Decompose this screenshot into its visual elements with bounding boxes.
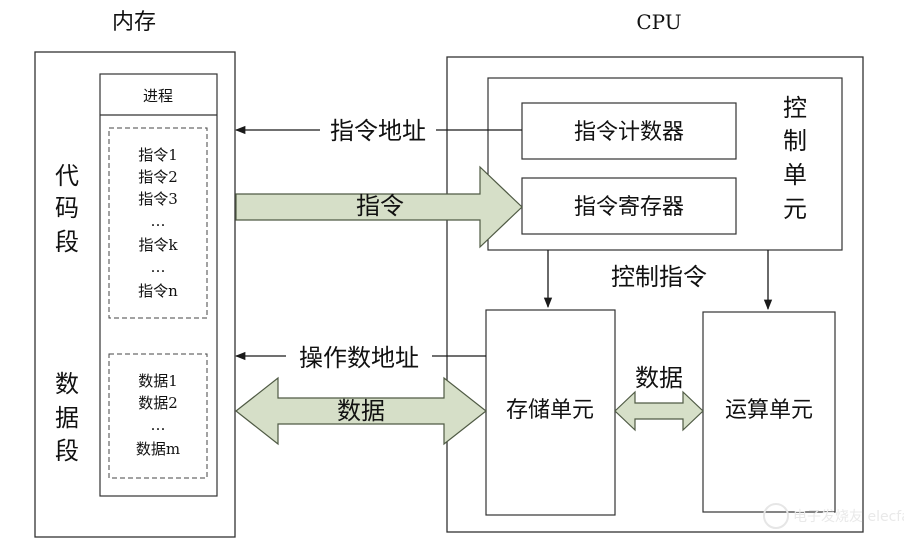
data-item: 数据m bbox=[136, 440, 180, 458]
process-label: 进程 bbox=[143, 87, 173, 105]
data-segment-label: 数 据 段 bbox=[55, 370, 79, 465]
svg-text:制: 制 bbox=[783, 127, 807, 155]
data-item: 数据2 bbox=[138, 394, 178, 412]
instruction-register-box bbox=[521, 177, 737, 235]
control-instruction-label: 控制指令 bbox=[611, 263, 707, 291]
cpu-title: CPU bbox=[636, 10, 681, 34]
svg-text:代: 代 bbox=[55, 162, 79, 190]
watermark: 电子发烧友 elecfans.com bbox=[763, 503, 904, 529]
label-bg bbox=[286, 340, 432, 372]
watermark-logo-icon bbox=[763, 503, 789, 529]
memory-title: 内存 bbox=[112, 10, 156, 35]
svg-text:电子发烧友 elecfans.com: 电子发烧友 elecfans.com bbox=[793, 509, 904, 525]
instruction-item: 指令1 bbox=[138, 146, 178, 164]
svg-text:据: 据 bbox=[55, 404, 79, 432]
svg-text:数: 数 bbox=[55, 370, 79, 398]
svg-text:段: 段 bbox=[55, 437, 79, 465]
data-list-box bbox=[108, 353, 208, 479]
data-block-arrow bbox=[235, 376, 487, 446]
internal-data-arrow bbox=[614, 390, 704, 432]
svg-text:段: 段 bbox=[55, 228, 79, 256]
instruction-register-label: 指令寄存器 bbox=[574, 195, 684, 220]
instruction-ellipsis: … bbox=[151, 212, 166, 230]
data-list: 数据1 数据2 … 数据m bbox=[136, 372, 180, 458]
instruction-address-label: 指令地址 bbox=[330, 117, 426, 145]
control-unit-label: 控 制 单 元 bbox=[783, 94, 807, 223]
alu-label: 运算单元 bbox=[725, 398, 813, 423]
data-label: 数据 bbox=[337, 397, 385, 425]
storage-unit-label: 存储单元 bbox=[506, 398, 594, 423]
internal-data-label: 数据 bbox=[635, 364, 683, 392]
data-item: 数据1 bbox=[138, 372, 178, 390]
operand-address-label: 操作数地址 bbox=[299, 344, 419, 372]
instruction-list: 指令1 指令2 指令3 … 指令k … 指令n bbox=[138, 146, 178, 300]
program-counter-box bbox=[521, 102, 737, 160]
cpu-box bbox=[446, 56, 864, 533]
control-unit-box bbox=[487, 77, 843, 251]
instruction-item: 指令3 bbox=[138, 190, 178, 208]
svg-text:控: 控 bbox=[783, 94, 807, 122]
instruction-list-box bbox=[108, 127, 208, 319]
label-bg bbox=[320, 113, 436, 145]
alu-box bbox=[702, 311, 836, 513]
memory-box bbox=[34, 51, 236, 538]
instruction-item: 指令2 bbox=[138, 168, 178, 186]
storage-unit-box bbox=[485, 309, 616, 516]
program-counter-label: 指令计数器 bbox=[574, 120, 684, 145]
svg-text:单: 单 bbox=[783, 161, 807, 189]
data-ellipsis: … bbox=[151, 416, 166, 434]
svg-text:元: 元 bbox=[783, 195, 807, 223]
svg-text:码: 码 bbox=[55, 194, 79, 222]
code-segment-label: 代 码 段 bbox=[55, 162, 79, 256]
instruction-item: 指令n bbox=[138, 282, 178, 300]
instruction-ellipsis: … bbox=[151, 258, 166, 276]
process-box bbox=[99, 73, 218, 497]
instruction-label: 指令 bbox=[356, 192, 404, 220]
instruction-block-arrow bbox=[235, 165, 523, 249]
instruction-item: 指令k bbox=[138, 236, 178, 254]
